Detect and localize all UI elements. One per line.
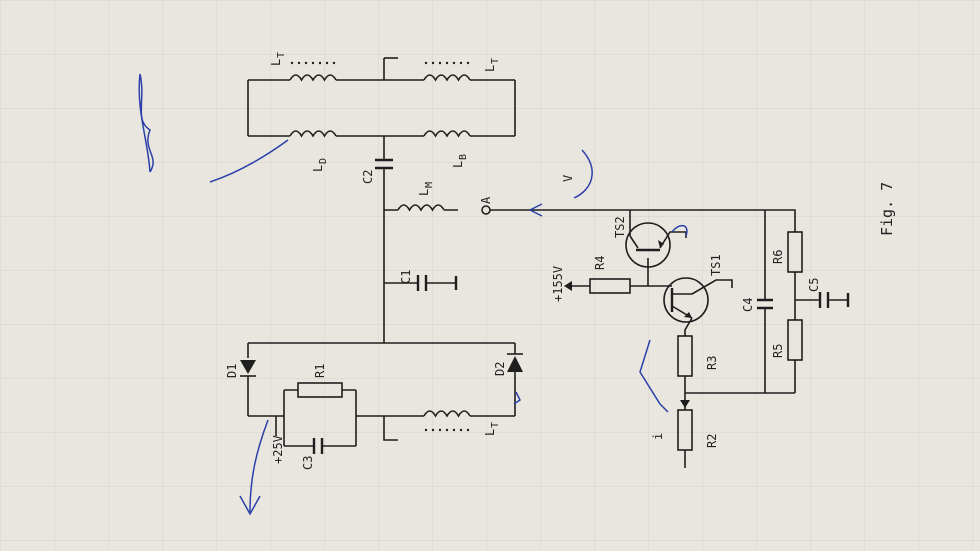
capacitor-c4: [757, 298, 773, 310]
label-c2: C2: [361, 170, 375, 184]
handwritten-annotations: [138, 73, 688, 516]
transistor-ts1: [663, 277, 709, 323]
label-d1: D1: [225, 364, 239, 378]
diode-d2: [507, 353, 523, 372]
label-lm-sub: M: [424, 182, 435, 188]
label-c3: C3: [301, 456, 315, 470]
label-c4: C4: [741, 298, 755, 312]
label-d2: D2: [493, 362, 507, 376]
terminal-a: [481, 205, 491, 215]
label-lt-bottom-sub: T: [490, 422, 501, 428]
capacitor-c1: [416, 275, 428, 291]
capacitor-c3: [312, 438, 324, 454]
label-lt-top-right: L: [483, 65, 497, 72]
label-r5: R5: [771, 344, 785, 358]
label-r2: R2: [705, 434, 719, 448]
label-r3: R3: [705, 356, 719, 370]
label-ts2: TS2: [613, 216, 627, 238]
label-lt-top-left: L: [269, 59, 283, 66]
resistor-r1: [297, 382, 343, 398]
label-i: i: [651, 433, 665, 440]
label-lm: L: [417, 189, 431, 196]
resistor-r5: [787, 319, 803, 361]
resistor-r6: [787, 231, 803, 273]
inductor-lb: [423, 130, 471, 138]
inductor-ld: [289, 130, 337, 138]
inductor-lt-bottom: [423, 410, 471, 418]
resistor-r2: [677, 409, 693, 451]
resistor-r4: [589, 278, 631, 294]
capacitor-c5: [818, 292, 830, 308]
inductor-lt-top-right: [423, 74, 471, 82]
diode-d1: [240, 360, 256, 377]
label-plus25v: +25V: [271, 435, 285, 464]
label-c1: C1: [399, 270, 413, 284]
label-v: V: [561, 175, 575, 182]
inductor-cores: [290, 61, 470, 432]
label-r4: R4: [593, 256, 607, 270]
label-a: A: [479, 196, 493, 204]
label-lb: L: [451, 161, 465, 168]
transistor-ts2: [625, 222, 671, 268]
label-ld: L: [311, 165, 325, 172]
label-lt-top-left-sub: T: [276, 52, 287, 58]
component-labels: L T L T L D L B C2 L M A V C1 D1 D2 R1 C…: [225, 52, 896, 470]
input-arrow-155v: [564, 281, 572, 291]
inductor-lm: [397, 204, 445, 212]
label-plus155v: +155V: [551, 266, 565, 302]
label-r1: R1: [313, 364, 327, 378]
capacitor-c2: [375, 158, 393, 170]
label-ld-sub: D: [318, 158, 329, 164]
label-lb-sub: B: [458, 154, 469, 160]
wires: [247, 57, 850, 468]
label-c5: C5: [807, 278, 821, 292]
figure-caption: Fig. 7: [878, 182, 896, 236]
label-lt-bottom: L: [483, 429, 497, 436]
label-ts1: TS1: [709, 254, 723, 276]
label-r6: R6: [771, 250, 785, 264]
resistor-r3: [677, 335, 693, 377]
current-arrow-r2: [680, 400, 690, 408]
label-lt-top-right-sub: T: [490, 58, 501, 64]
inductor-lt-top-left: [289, 74, 337, 82]
